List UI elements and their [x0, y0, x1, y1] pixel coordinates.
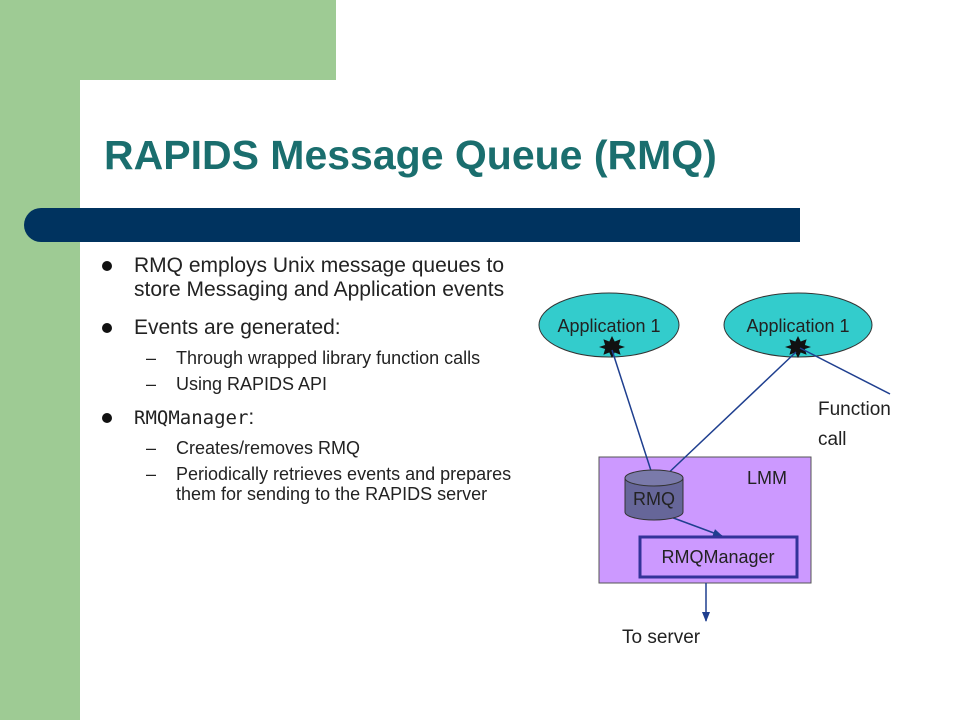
application-left-label: Application 1	[557, 316, 660, 336]
rmq-cylinder	[624, 469, 684, 521]
slide-title: RAPIDS Message Queue (RMQ)	[104, 132, 717, 178]
sub-bullet-item: – Creates/removes RMQ	[146, 438, 361, 458]
function-call-label-line2: call	[818, 429, 847, 450]
sub-bullet-item: – Periodically retrieves events and prep…	[146, 464, 512, 504]
bullet-item: RMQ employs Unix message queues to store…	[100, 254, 520, 302]
event-burst-icon	[599, 336, 625, 358]
to-server-label: To server	[622, 627, 701, 648]
sub-bullet-text: Through wrapped library function calls	[176, 348, 481, 368]
bullet-text: RMQ employs Unix message queues to store…	[134, 254, 505, 301]
lmm-label: LMM	[747, 468, 787, 488]
bullet-text: Events are generated:	[134, 316, 341, 339]
title-underline-bar	[24, 208, 800, 242]
background-green-left	[0, 0, 80, 720]
event-burst-icon	[785, 336, 811, 358]
application-left-ellipse	[538, 292, 680, 358]
bullet-item: Events are generated:	[100, 316, 520, 340]
bullet-text-suffix: :	[248, 406, 255, 429]
application-right-label: Application 1	[746, 316, 849, 336]
bullet-dot-icon	[102, 261, 112, 271]
sub-bullet-item: – Using RAPIDS API	[146, 374, 328, 394]
function-call-label-line1: Function	[818, 399, 891, 420]
arrow-app-left-to-rmq	[611, 349, 656, 481]
sub-bullet-text: Periodically retrieves events and prepar…	[176, 464, 512, 504]
bullet-text-code: RMQManager	[134, 407, 249, 429]
sub-bullet-text: Using RAPIDS API	[176, 374, 328, 394]
sub-bullet-item: – Through wrapped library function calls	[146, 348, 481, 368]
bullet-dot-icon	[102, 413, 112, 423]
arrow-app-right-to-rmq	[660, 351, 797, 481]
sub-bullet-text: Creates/removes RMQ	[176, 438, 361, 458]
function-call-line	[799, 347, 891, 395]
rmq-manager-box	[638, 535, 799, 579]
bullet-list: RMQ employs Unix message queues to store…	[100, 254, 520, 516]
bullet-dot-icon	[102, 323, 112, 333]
bullet-item: RMQManager:	[100, 406, 520, 430]
rmq-label: RMQ	[633, 489, 675, 509]
rmq-manager-label: RMQManager	[661, 547, 774, 567]
